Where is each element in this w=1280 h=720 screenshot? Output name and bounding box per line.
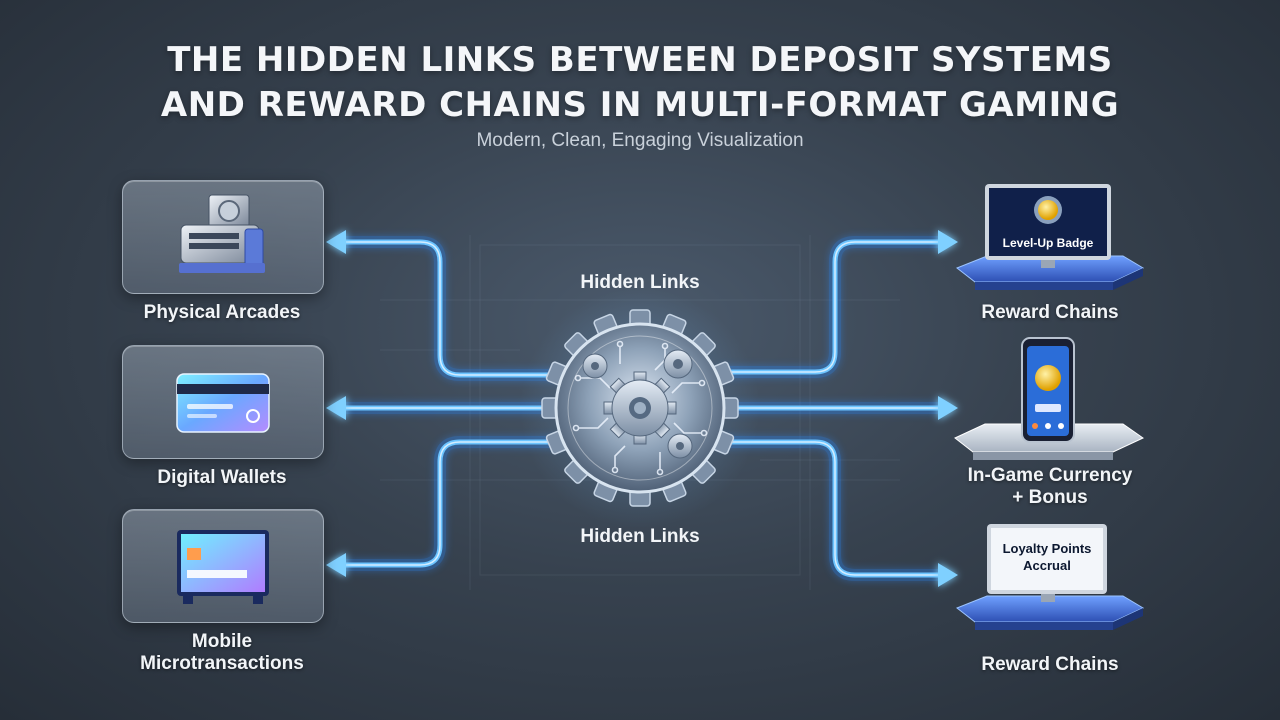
arrowhead-right-3	[938, 563, 958, 587]
arrowhead-right-2	[938, 396, 958, 420]
arrowhead-right-1	[938, 230, 958, 254]
loyalty-line-1: Loyalty Points	[1002, 541, 1092, 556]
loyalty-line-2: Accrual	[1023, 558, 1071, 573]
monitor-loyalty-icon[interactable]	[945, 522, 1155, 648]
arcade-machine-icon	[179, 194, 265, 273]
level-up-badge-text: Level-Up Badge	[1002, 236, 1094, 250]
label-line-1: In-Game Currency	[967, 465, 1133, 486]
source-mobile-microtransactions[interactable]	[122, 509, 324, 623]
label-line-1: Mobile	[191, 631, 253, 652]
hidden-links-bottom-label: Hidden Links	[580, 526, 700, 547]
hidden-links-top-label: Hidden Links	[580, 272, 700, 293]
credit-card-icon	[176, 373, 270, 433]
target-in-game-currency-label: In-Game Currency + Bonus	[935, 465, 1165, 509]
source-physical-arcades-label: Physical Arcades	[143, 302, 301, 323]
pixel-card-icon	[177, 530, 269, 604]
source-digital-wallets-label: Digital Wallets	[157, 467, 287, 488]
title-line-2: AND REWARD CHAINS IN MULTI-FORMAT GAMING	[160, 85, 1120, 125]
source-digital-wallets[interactable]	[122, 345, 324, 459]
label-line-2: Microtransactions	[140, 653, 304, 674]
link-physical-arcades	[337, 239, 563, 378]
phone-coin-icon[interactable]	[945, 336, 1155, 466]
arrowhead-left-3	[326, 553, 346, 577]
arrowhead-left-1	[326, 230, 346, 254]
gear-circuit-icon	[520, 288, 760, 528]
title-line-1: THE HIDDEN LINKS BETWEEN DEPOSIT SYSTEMS	[167, 40, 1113, 80]
loyalty-screen-text: Loyalty Points Accrual	[991, 540, 1103, 574]
source-mobile-microtransactions-label: Mobile Microtransactions	[122, 631, 322, 675]
label-line-2: + Bonus	[1012, 487, 1088, 508]
source-physical-arcades[interactable]	[122, 180, 324, 294]
link-mobile-microtransactions	[337, 439, 563, 568]
page-title: THE HIDDEN LINKS BETWEEN DEPOSIT SYSTEMS…	[0, 38, 1280, 128]
target-reward-chains-bottom-label: Reward Chains	[981, 654, 1119, 675]
subtitle: Modern, Clean, Engaging Visualization	[476, 130, 804, 151]
arrowhead-left-2	[326, 396, 346, 420]
monitor-badge-icon[interactable]	[945, 178, 1155, 310]
target-reward-chains-top-label: Reward Chains	[981, 302, 1119, 323]
